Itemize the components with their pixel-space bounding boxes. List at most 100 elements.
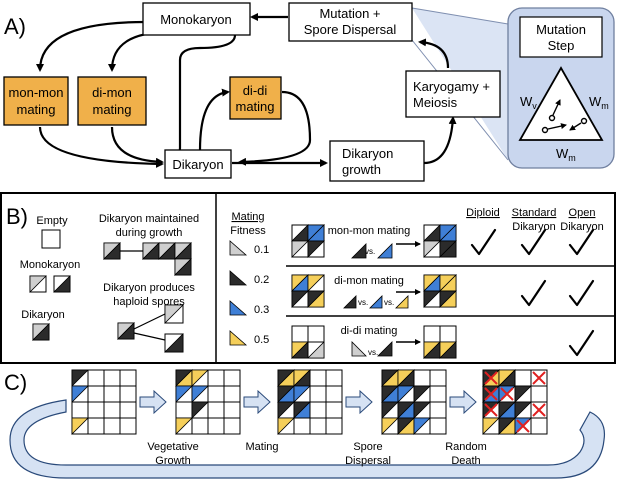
arrow-monokaryon-to-dimon bbox=[108, 30, 171, 72]
legend-di-cell-tri-b bbox=[32, 323, 50, 341]
panel-b-label: B) bbox=[6, 204, 28, 229]
death-mark-7 bbox=[500, 387, 514, 401]
grid-2-cell-1-3-bg bbox=[223, 385, 241, 403]
row-1-label: mon-mon mating bbox=[328, 225, 411, 237]
inset-w-right: Wm bbox=[589, 94, 609, 111]
arrow-karyogamy-to-mutation bbox=[418, 38, 450, 69]
step-3-line-2: Dispersal bbox=[345, 455, 391, 467]
grid-1-cell-1-1-bg bbox=[87, 385, 105, 403]
maintained-label-2: during growth bbox=[116, 227, 183, 239]
row3-after-cell-0-0-bg bbox=[423, 325, 441, 343]
row3-before-cell-1-1-tri-b bbox=[307, 341, 325, 359]
maintained-cell-5-tri-b bbox=[174, 258, 192, 276]
monmon-label-2: mating bbox=[16, 102, 55, 117]
inset-arrow-2 bbox=[547, 123, 567, 130]
panel-c-step-labels: Vegetative Growth Mating Spore Dispersal… bbox=[147, 441, 486, 467]
produces-link-1 bbox=[133, 313, 166, 330]
panel-b-shapes bbox=[29, 224, 595, 359]
arrow-monmon-to-dikaryon bbox=[38, 126, 164, 168]
grid-2-cell-0-2-bg bbox=[207, 369, 225, 387]
grid-1-cell-2-1-bg bbox=[87, 401, 105, 419]
fitness-value-4: 0.5 bbox=[254, 334, 269, 346]
vs-labels: vs. vs. vs. vs. bbox=[358, 247, 394, 357]
inset-w-bottom: Wm bbox=[556, 146, 576, 163]
grid-3-cell-1-2-bg bbox=[309, 385, 327, 403]
dikaryon-label: Dikaryon bbox=[172, 157, 223, 172]
grid-4-cell-0-2-bg bbox=[413, 369, 431, 387]
death-mark-4 bbox=[484, 403, 498, 417]
grid-2-cell-0-3-bg bbox=[223, 369, 241, 387]
row3-candidate-1 bbox=[351, 341, 367, 357]
legend-monokaryon-label: Monokaryon bbox=[20, 259, 81, 271]
row-2-label: di-mon mating bbox=[334, 275, 404, 287]
fitness-values: 0.1 0.2 0.3 0.5 bbox=[254, 244, 269, 346]
row1-after-cell-1-0-tri-a bbox=[423, 240, 441, 258]
panel-a-label: A) bbox=[4, 14, 26, 39]
inset-title-box bbox=[519, 16, 603, 58]
row1-check-diploid bbox=[470, 228, 497, 256]
grid-1-cell-1-2-bg bbox=[103, 385, 121, 403]
grid-4-cell-3-2-tri-a bbox=[413, 417, 431, 435]
dimon-label-2: mating bbox=[92, 102, 131, 117]
arrow-dimon-to-dikaryon bbox=[110, 126, 164, 166]
grid-3-cell-0-2-bg bbox=[309, 369, 327, 387]
growth-label-2: growth bbox=[342, 162, 381, 177]
karyogamy-label-1: Karyogamy + bbox=[413, 79, 490, 94]
grid-2-cell-0-1-tri-a bbox=[191, 369, 209, 387]
grid-4-cell-2-0-tri-a bbox=[381, 401, 399, 419]
row-2-vs-1: vs. bbox=[358, 298, 368, 307]
row1-after-cell-1-1-tri-b bbox=[439, 240, 457, 258]
death-mark-5 bbox=[532, 403, 546, 417]
row2-after-cell-1-0-tri-a bbox=[423, 290, 441, 308]
cycle-return-arrow bbox=[9, 399, 606, 479]
grid-2-cell-2-2-bg bbox=[207, 401, 225, 419]
grid-1-cell-2-3-bg bbox=[119, 401, 137, 419]
grid-1-cell-3-2-bg bbox=[103, 417, 121, 435]
grid-1-cell-2-2-bg bbox=[103, 401, 121, 419]
row2-candidate-3 bbox=[395, 295, 409, 309]
monmon-box bbox=[3, 76, 69, 126]
grid-5-cell-1-2-tri-a bbox=[514, 385, 532, 403]
grid-4-cell-3-0-tri-a bbox=[381, 417, 399, 435]
row3-check-open bbox=[568, 329, 595, 357]
death-mark-1 bbox=[484, 371, 498, 385]
produces-label-1: Dikaryon produces bbox=[103, 282, 195, 294]
grid-5-cell-0-2-bg bbox=[514, 369, 532, 387]
grid-3-cell-3-0-tri-a bbox=[277, 417, 295, 435]
grid-5-cell-3-3-bg bbox=[530, 417, 548, 435]
legend-mono-2-tri-b bbox=[53, 275, 71, 293]
row2-before-cell-1-1-tri-b bbox=[307, 290, 325, 308]
grid-3-cell-2-0-tri-a bbox=[277, 401, 295, 419]
inset-title-1: Mutation bbox=[536, 22, 586, 37]
row2-candidate-1 bbox=[343, 295, 357, 309]
header-open-1: Open bbox=[569, 207, 596, 219]
monokaryon-label: Monokaryon bbox=[160, 12, 232, 27]
arrow-monokaryon-to-monmon bbox=[36, 20, 146, 72]
produces-spore-2-tri-b bbox=[164, 333, 184, 353]
monokaryon-box bbox=[142, 2, 251, 36]
grid-2-cell-2-0-bg bbox=[175, 401, 193, 419]
grid-2-cell-3-3-bg bbox=[223, 417, 241, 435]
step-2-line-1: Mating bbox=[245, 441, 278, 453]
step-arrow-4 bbox=[449, 389, 477, 415]
arrow-growth-to-karyogamy bbox=[423, 116, 457, 165]
grid-1-cell-0-1-bg bbox=[87, 369, 105, 387]
grid-4-cell-1-2-tri-a bbox=[413, 385, 431, 403]
grid-1-cell-1-3-bg bbox=[119, 385, 137, 403]
step-4-line-2: Death bbox=[451, 455, 480, 467]
fitness-value-2: 0.2 bbox=[254, 274, 269, 286]
legend-empty-label: Empty bbox=[36, 215, 68, 227]
grid-2-cell-1-1-tri-a bbox=[191, 385, 209, 403]
panel-c: C) Vegetative Growth Mating Spore Disper… bbox=[4, 369, 606, 479]
didi-label-1: di-di bbox=[243, 83, 268, 98]
inset-arrow-1 bbox=[552, 99, 561, 116]
row2-check-open bbox=[568, 279, 595, 307]
grid-1-cell-3-0-tri-a bbox=[71, 417, 89, 435]
grid-3-cell-1-1-tri-a bbox=[293, 385, 311, 403]
didi-label-2: mating bbox=[235, 99, 274, 114]
mutation-box bbox=[288, 2, 413, 42]
row2-before-cell-0-1-tri-a bbox=[307, 274, 325, 292]
grid-5-cell-2-2-tri-a bbox=[514, 401, 532, 419]
row3-candidate-2 bbox=[377, 341, 393, 357]
grid-1-cell-0-0-tri-a bbox=[71, 369, 89, 387]
